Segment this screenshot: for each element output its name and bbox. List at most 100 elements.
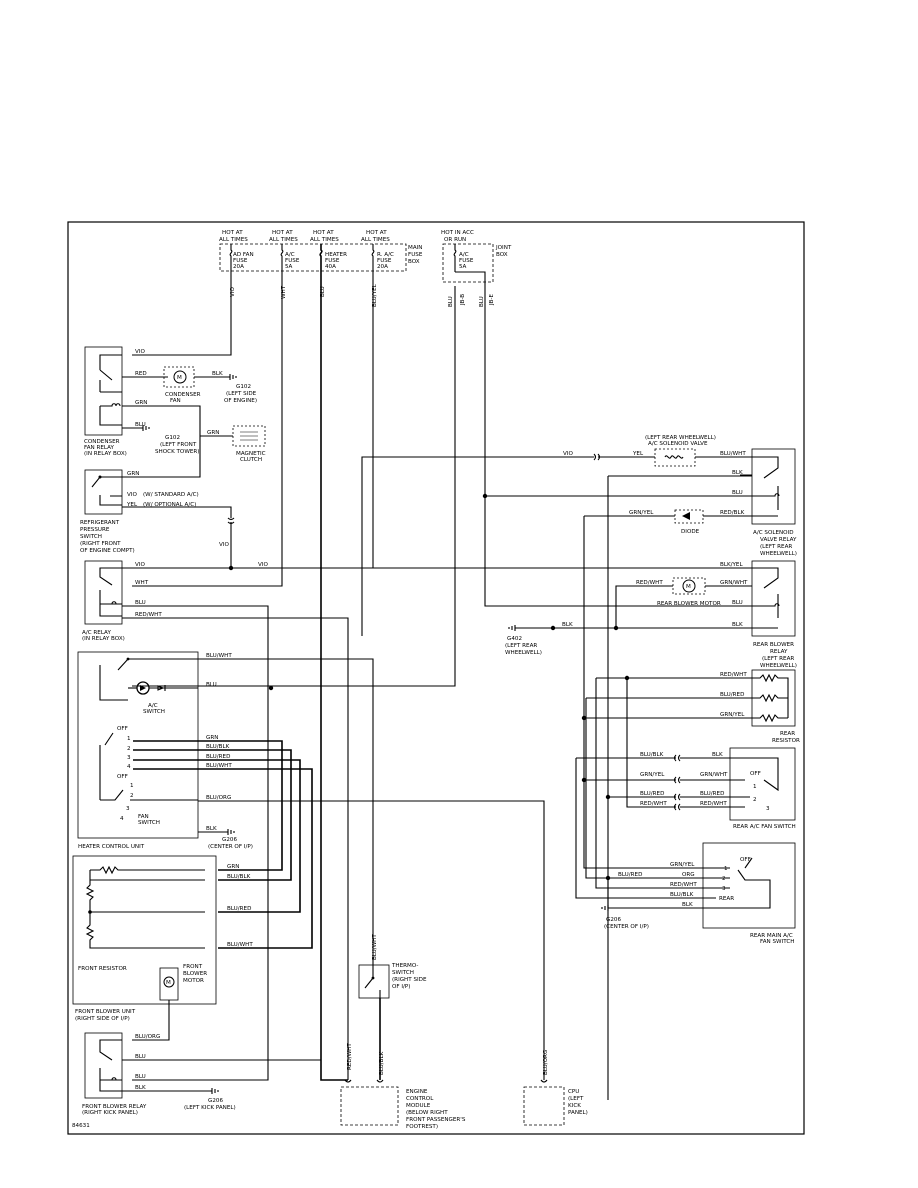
rear-fan-pos-2: 2 — [753, 797, 757, 803]
svg-text:OF I/P): OF I/P) — [392, 984, 411, 990]
svg-text:CLUTCH: CLUTCH — [240, 457, 262, 463]
svg-text:MAGNETIC: MAGNETIC — [236, 451, 266, 457]
svg-text:RED/WHT: RED/WHT — [135, 612, 162, 618]
svg-text:HOT IN ACC: HOT IN ACC — [441, 230, 474, 236]
fan-pos-2b: 2 — [130, 793, 134, 799]
svg-text:(CENTER OF I/P): (CENTER OF I/P) — [604, 924, 649, 930]
svg-text:YEL: YEL — [632, 451, 644, 457]
svg-text:WHEELWELL): WHEELWELL) — [760, 551, 797, 557]
front-resistor: FRONT RESISTOR — [78, 865, 205, 972]
svg-text:RESISTOR: RESISTOR — [772, 738, 800, 744]
svg-text:BOX: BOX — [496, 252, 508, 258]
rear-blower-motor: RED/WHT M GRN/WHT REAR BLOWER MOTOR — [615, 577, 752, 628]
svg-text:ORG: ORG — [682, 872, 695, 878]
fuse-ad-fan: HOT AT ALL TIMES AD FAN FUSE 20A — [219, 230, 254, 272]
rear-main-pos-2: 2 — [722, 876, 726, 882]
svg-text:OR RUN: OR RUN — [444, 237, 466, 243]
fan-pos-4b: 4 — [120, 816, 124, 822]
svg-text:RED/BLK: RED/BLK — [720, 510, 745, 516]
svg-text:A/C SOLENOID VALVE: A/C SOLENOID VALVE — [648, 441, 708, 447]
svg-text:BLU/WHT: BLU/WHT — [206, 763, 232, 769]
svg-text:WHEELWELL): WHEELWELL) — [760, 663, 797, 669]
svg-text:BLU: BLU — [448, 296, 454, 307]
rear-fan-pos-1: 1 — [753, 784, 757, 790]
svg-text:JB-E: JB-E — [489, 293, 495, 306]
rear-main-switch-wires: GRN/YEL BLU/RED ORG RED/WHT BLU/BLK BLK … — [601, 862, 703, 930]
front-blower-unit — [72, 855, 217, 1005]
svg-text:ALL TIMES: ALL TIMES — [361, 237, 390, 243]
ground-g402: BLK G402 (LEFT REAR WHEELWELL) — [505, 622, 752, 656]
svg-text:GRN/YEL: GRN/YEL — [670, 862, 695, 868]
fan-pos-3b: 3 — [126, 806, 130, 812]
svg-text:G206: G206 — [208, 1098, 223, 1104]
motor-icon: M — [177, 375, 182, 381]
fuse-rear-ac: HOT AT ALL TIMES R. A/C FUSE 20A — [361, 230, 394, 272]
svg-text:SWITCH: SWITCH — [392, 970, 414, 976]
svg-text:MODULE: MODULE — [406, 1103, 431, 1109]
svg-text:FRONT PASSENGER'S: FRONT PASSENGER'S — [406, 1117, 466, 1123]
svg-text:BOX: BOX — [408, 259, 420, 265]
condenser-fan-relay: CONDENSER FAN RELAY (IN RELAY BOX) — [84, 346, 127, 457]
svg-text:BLU/WHT: BLU/WHT — [206, 653, 232, 659]
svg-text:A/C: A/C — [285, 252, 295, 258]
svg-text:FUSE: FUSE — [408, 252, 423, 258]
svg-text:RELAY: RELAY — [770, 649, 788, 655]
svg-text:RED/WHT: RED/WHT — [700, 801, 727, 807]
svg-text:WHEELWELL): WHEELWELL) — [505, 650, 542, 656]
svg-text:BLU: BLU — [206, 682, 217, 688]
svg-text:JB-B: JB-B — [460, 294, 466, 306]
engine-control-module: ENGINE CONTROL MODULE (BELOW RIGHT FRONT… — [340, 1079, 466, 1130]
magnetic-clutch: GRN MAGNETIC CLUTCH — [200, 425, 266, 463]
svg-text:VIO: VIO — [219, 542, 229, 548]
svg-text:FAN SWITCH: FAN SWITCH — [760, 939, 794, 945]
svg-text:FUSE: FUSE — [325, 258, 340, 264]
svg-text:(LEFT KICK PANEL): (LEFT KICK PANEL) — [184, 1105, 236, 1111]
svg-text:BLU: BLU — [320, 286, 326, 297]
svg-text:FRONT: FRONT — [183, 964, 203, 970]
svg-text:VIO: VIO — [135, 562, 145, 568]
svg-text:A/C: A/C — [459, 252, 469, 258]
svg-text:(LEFT: (LEFT — [568, 1096, 584, 1102]
svg-text:FRONT BLOWER UNIT: FRONT BLOWER UNIT — [75, 1009, 136, 1015]
svg-text:SWITCH: SWITCH — [80, 534, 102, 540]
ground-g102-engine: G102 (LEFT SIDE OF ENGINE) — [224, 374, 257, 404]
svg-text:20A: 20A — [377, 264, 388, 270]
rear-main-fan-switch: OFF 1 2 3 REAR REAR MAIN A/C FAN SWITCH — [702, 842, 796, 945]
svg-text:ENGINE: ENGINE — [406, 1089, 428, 1095]
svg-text:BLK: BLK — [682, 902, 693, 908]
svg-text:FRONT RESISTOR: FRONT RESISTOR — [78, 966, 127, 972]
svg-text:RED/WHT: RED/WHT — [636, 580, 663, 586]
svg-text:OF ENGINE COMPT): OF ENGINE COMPT) — [80, 548, 135, 554]
rear-ac-fan-switch: OFF 1 2 3 REAR A/C FAN SWITCH — [729, 747, 796, 830]
svg-text:HOT AT: HOT AT — [366, 230, 387, 236]
svg-text:BLU/WHT: BLU/WHT — [227, 942, 253, 948]
svg-text:BLU: BLU — [135, 1074, 146, 1080]
svg-text:RED: RED — [135, 371, 147, 377]
svg-text:A/C RELAY: A/C RELAY — [82, 630, 111, 636]
svg-text:BLU/RED: BLU/RED — [700, 791, 724, 797]
svg-text:GRN: GRN — [206, 735, 218, 741]
svg-text:BLU: BLU — [135, 1054, 146, 1060]
svg-text:RED/WHT: RED/WHT — [347, 1043, 353, 1070]
rear-solenoid-wires: BLK BLU GRN/YEL RED/BLK DIODE — [482, 470, 752, 1100]
svg-text:(LEFT REAR: (LEFT REAR — [505, 643, 537, 649]
svg-text:HOT AT: HOT AT — [272, 230, 293, 236]
svg-text:PANEL): PANEL) — [568, 1110, 588, 1116]
svg-text:GRN/YEL: GRN/YEL — [720, 712, 745, 718]
svg-text:VIO: VIO — [127, 492, 137, 498]
svg-text:ALL TIMES: ALL TIMES — [269, 237, 298, 243]
svg-text:GRN/YEL: GRN/YEL — [640, 772, 665, 778]
svg-text:VIO: VIO — [135, 349, 145, 355]
svg-text:CPU: CPU — [568, 1089, 579, 1095]
fuse-ac-5a: HOT AT ALL TIMES A/C FUSE 5A — [269, 230, 300, 272]
svg-text:BLK: BLK — [712, 752, 723, 758]
svg-text:(RIGHT FRONT: (RIGHT FRONT — [80, 541, 121, 547]
trunk-wire-labels: VIO WHT BLU BLU/YEL BLU BLU — [230, 283, 485, 307]
motor-icon: M — [166, 980, 171, 986]
svg-text:FUSE: FUSE — [233, 258, 248, 264]
svg-text:ALL TIMES: ALL TIMES — [310, 237, 339, 243]
svg-text:BLU/BLK: BLU/BLK — [640, 752, 664, 758]
svg-text:AD FAN: AD FAN — [233, 252, 254, 258]
cpu-module: BLU/ORG CPU (LEFT KICK PANEL) — [523, 1050, 588, 1126]
fan-pos-4: 4 — [127, 764, 131, 770]
